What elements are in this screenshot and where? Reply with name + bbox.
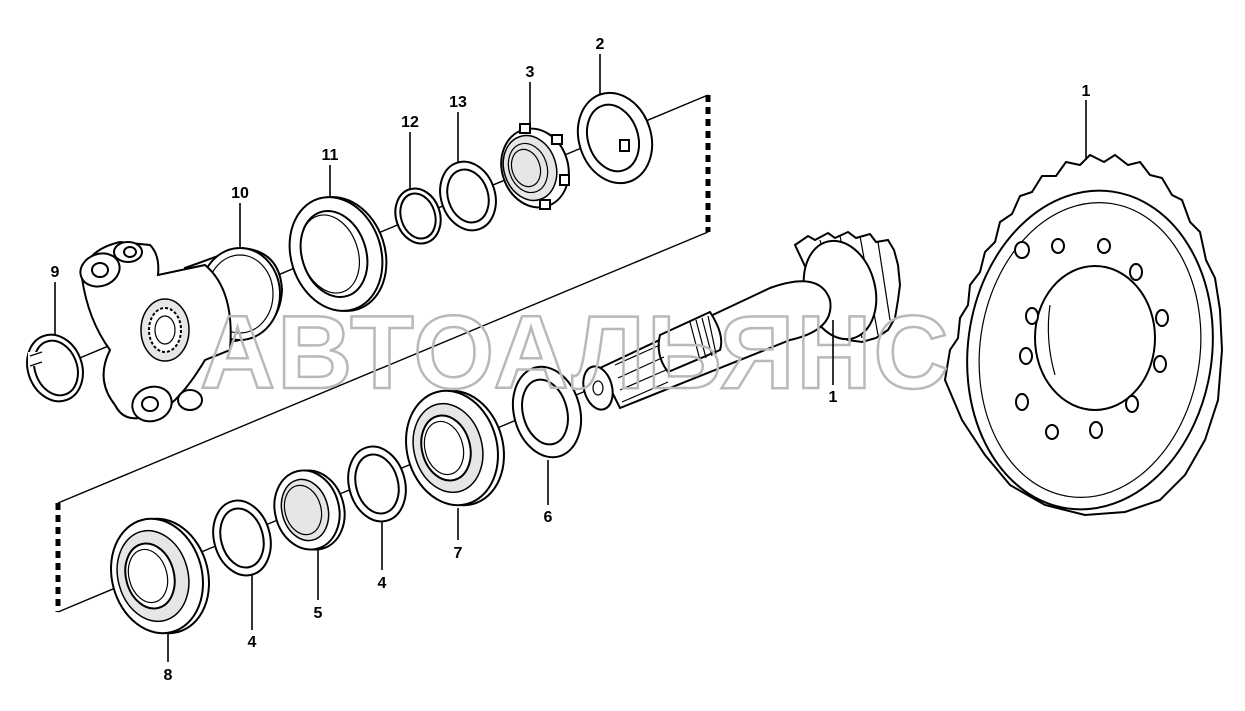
callout-3: 3 — [526, 64, 535, 81]
o-ring-12 — [394, 187, 442, 245]
washer-13 — [439, 160, 497, 232]
callout-12: 12 — [401, 114, 419, 131]
leader-lines — [54, 54, 1087, 662]
callout-9: 9 — [51, 264, 60, 281]
callout-10: 10 — [231, 185, 249, 202]
slotted-nut-3 — [500, 123, 570, 210]
roller-bearing-8 — [110, 517, 210, 635]
ring-gear-1 — [943, 153, 1224, 517]
oil-seal-11 — [288, 196, 388, 312]
callout-7: 7 — [454, 545, 463, 562]
taper-bearing-7 — [405, 389, 505, 507]
callout-6: 6 — [544, 509, 553, 526]
callout-labels: 2 3 13 12 11 10 9 1 1 6 7 4 5 4 8 — [51, 36, 1091, 684]
shim-4-upper — [347, 445, 407, 523]
callout-5: 5 — [314, 605, 323, 622]
callout-2: 2 — [596, 36, 605, 53]
callout-4-upper: 4 — [378, 575, 387, 592]
snap-ring-9 — [26, 333, 84, 403]
flange-yoke-10 — [79, 240, 284, 423]
shim-4-lower — [212, 499, 272, 577]
bearing-cup-5 — [273, 469, 346, 551]
callout-1-ring-gear: 1 — [1082, 83, 1091, 100]
callout-1-pinion: 1 — [829, 389, 838, 406]
callout-8: 8 — [164, 667, 173, 684]
watermark-text: АВТОАЛЬЯНС — [200, 295, 951, 411]
callout-11: 11 — [322, 147, 339, 164]
pinion-shaft-1 — [582, 230, 902, 411]
spacer-washer-6 — [511, 365, 583, 459]
callout-4-lower: 4 — [248, 634, 257, 651]
lock-washer-2 — [576, 91, 654, 185]
ring-gear-bolt-holes — [1014, 238, 1169, 440]
callout-13: 13 — [449, 94, 467, 111]
